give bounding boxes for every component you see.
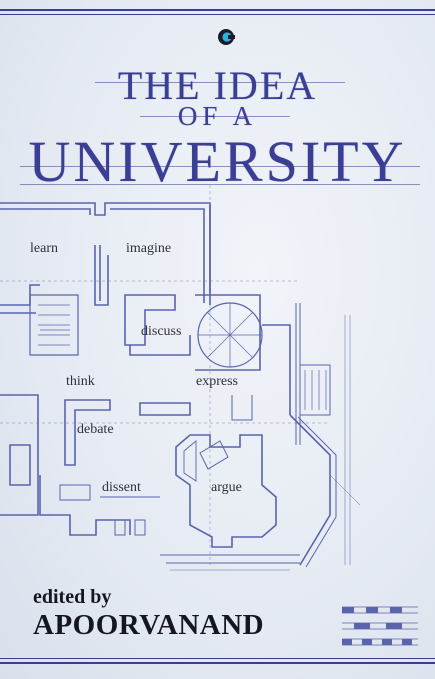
publisher-c-logo-icon <box>218 29 235 45</box>
plan-word-discuss: discuss <box>141 324 182 339</box>
plan-word-express: express <box>196 374 238 389</box>
blueprint-floor-plan <box>0 185 361 571</box>
plan-word-learn: learn <box>30 241 58 256</box>
title-guide-line <box>20 166 420 167</box>
top-border-rule <box>0 9 435 15</box>
plan-word-dissent: dissent <box>102 480 141 495</box>
title-line-2: OF A <box>177 101 258 131</box>
title-line-1: THE IDEA <box>117 63 318 108</box>
title-line-3: UNIVERSITY <box>28 129 407 194</box>
plan-word-debate: debate <box>77 422 114 437</box>
title-guide-line <box>95 82 345 83</box>
plan-word-think: think <box>66 374 95 389</box>
title-guide-line <box>20 184 420 185</box>
plan-word-imagine: imagine <box>126 241 172 256</box>
editor-name: APOORVANAND <box>33 609 265 641</box>
editor-prefix: edited by <box>33 586 112 608</box>
bottom-border-rule <box>0 658 435 664</box>
plan-word-argue: argue <box>211 480 242 495</box>
blueprint-scale-bar-icon <box>342 606 418 646</box>
title-guide-line <box>140 116 290 117</box>
